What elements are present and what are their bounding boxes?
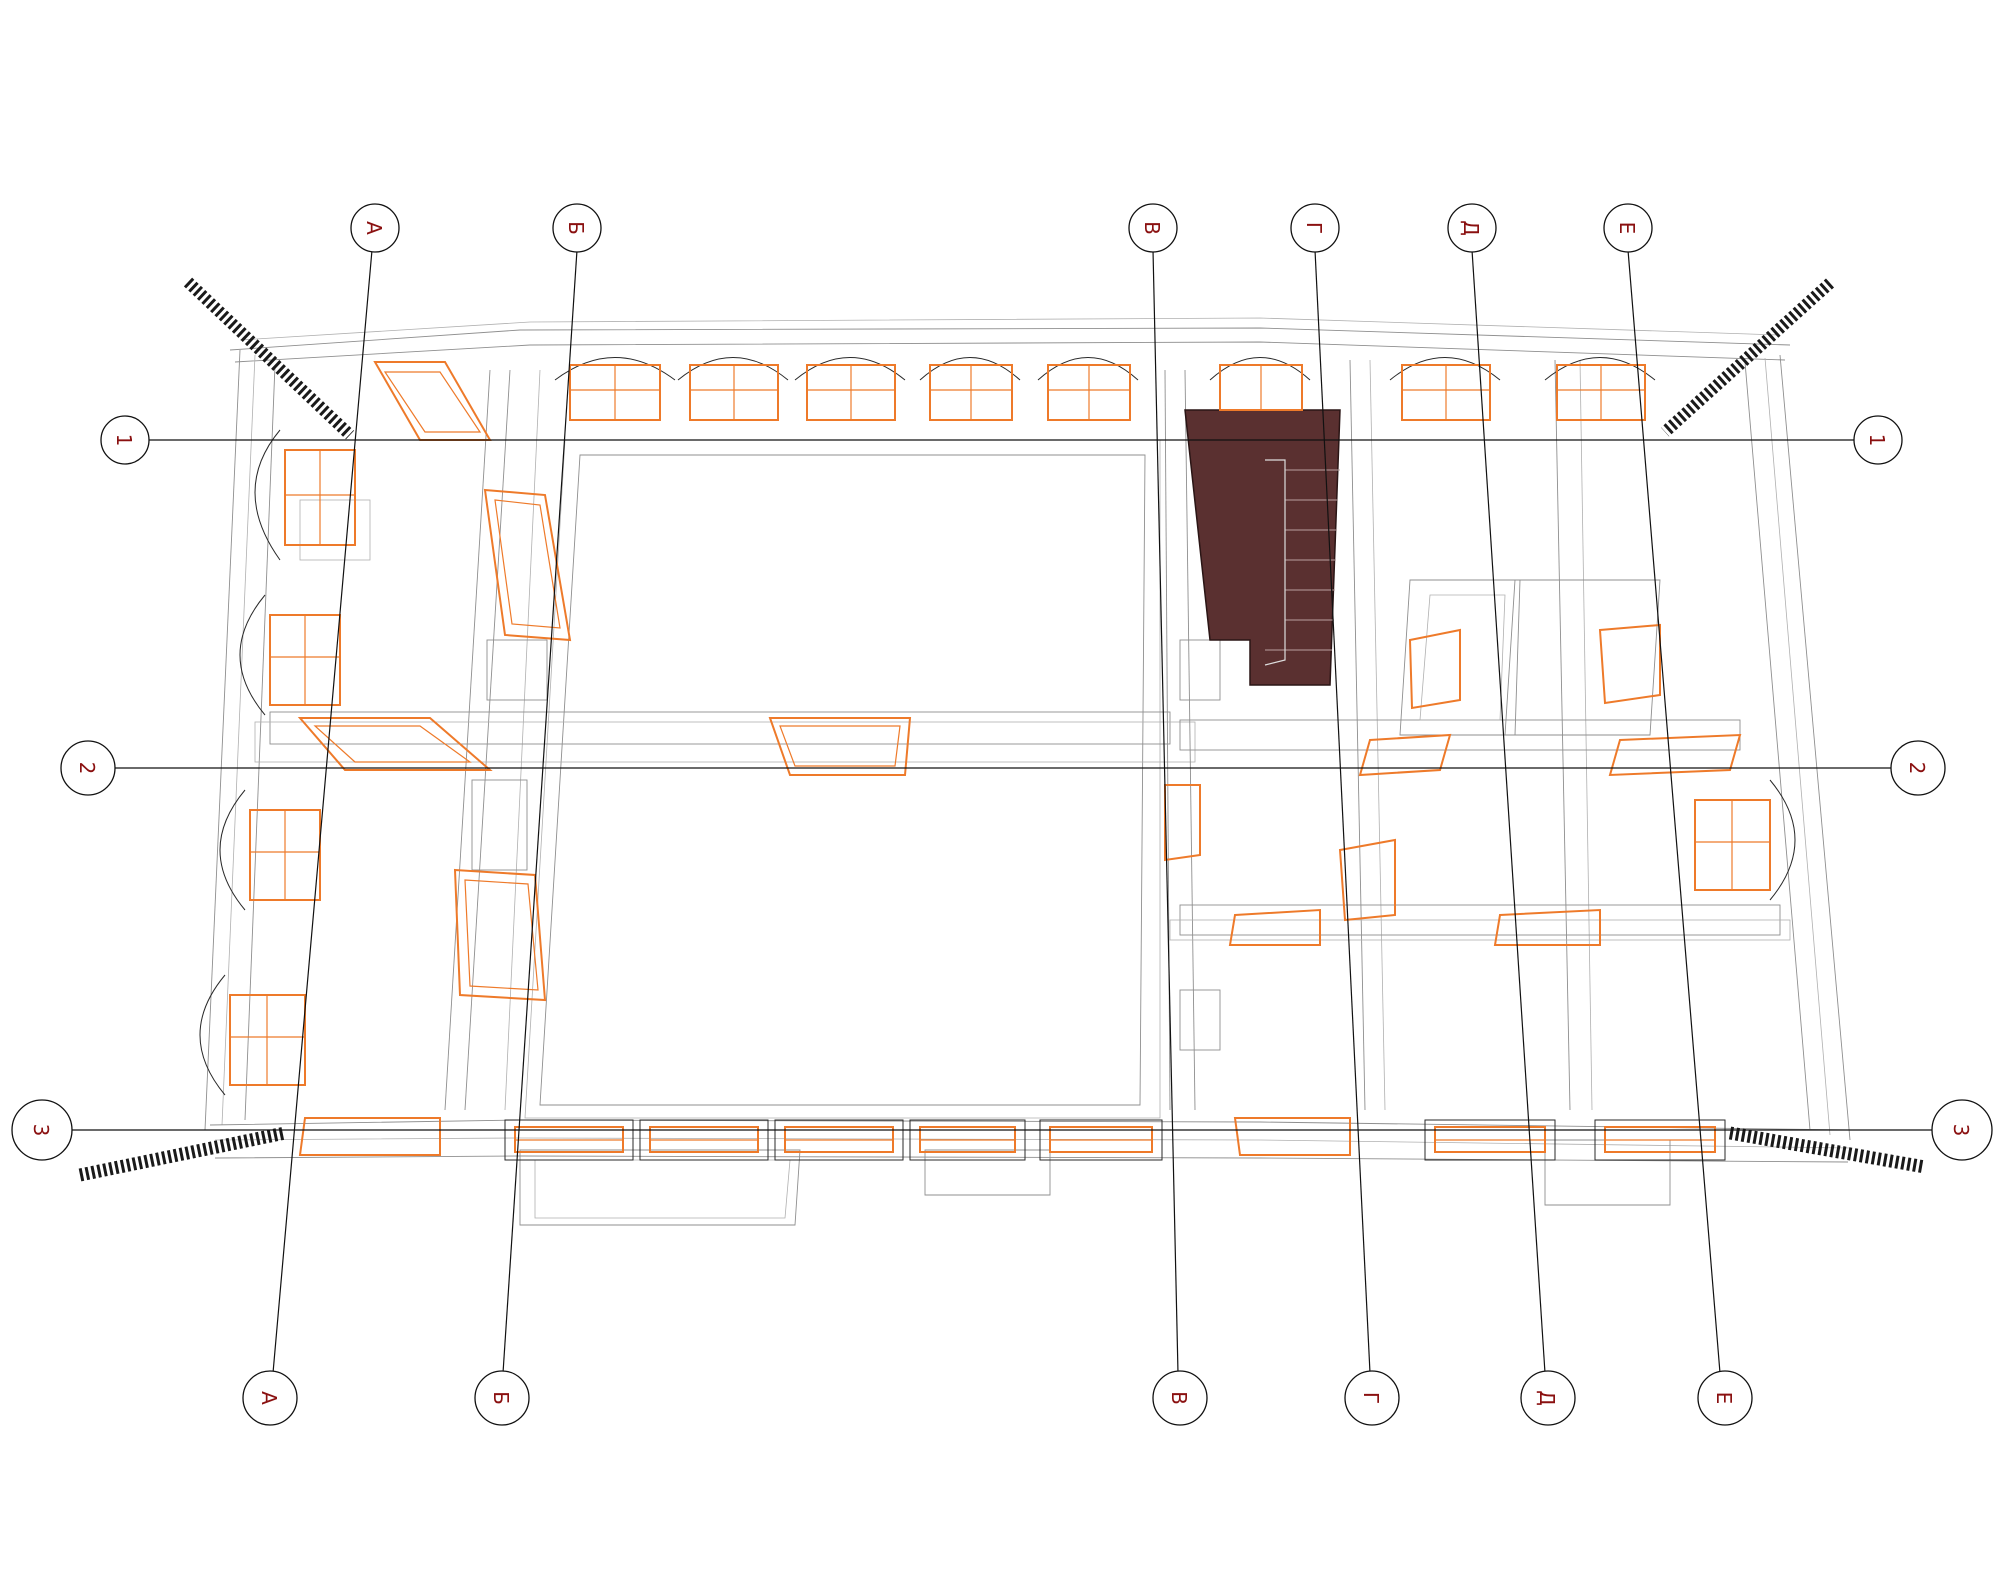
arched-window-icon	[1424, 1119, 1556, 1161]
svg-text:Д: Д	[1459, 220, 1483, 236]
arched-window-icon	[794, 357, 906, 421]
axis-bubble-right-1: 1	[1853, 415, 1903, 465]
axis-bubble-left-3: 3	[11, 1099, 73, 1161]
arched-window-icon	[199, 974, 306, 1096]
axis-bubble-bottom-E: Е	[1697, 1370, 1753, 1426]
svg-text:1: 1	[1865, 434, 1889, 447]
left-windows	[199, 429, 356, 1096]
door-frame-icon	[1228, 908, 1321, 946]
arched-window-icon	[504, 1119, 634, 1161]
bottom-windows	[298, 1117, 1726, 1161]
door-frame-icon	[298, 1117, 1351, 1156]
axis-bubble-bottom-V: В	[1152, 1370, 1208, 1426]
arched-window-icon	[554, 357, 676, 421]
svg-text:Г: Г	[1302, 222, 1326, 234]
arched-window-icon	[219, 789, 321, 911]
arched-window-icon	[909, 1119, 1026, 1161]
axis-bubble-bottom-G: Г	[1344, 1370, 1400, 1426]
door-frame-icon	[1608, 733, 1742, 777]
arched-window-icon	[1694, 779, 1796, 901]
axis-bubble-right-2: 2	[1890, 740, 1946, 796]
arched-window-icon	[1037, 357, 1139, 421]
svg-text:В: В	[1167, 1391, 1191, 1405]
svg-text:Г: Г	[1359, 1392, 1383, 1404]
axis-line-D	[1471, 249, 1546, 1374]
door-frame-icon	[1338, 838, 1396, 922]
interior-doors	[297, 488, 1742, 1002]
axis-line-B	[502, 249, 578, 1374]
axis-bubble-right-3: 3	[1931, 1099, 1993, 1161]
axis-bubbles-top: А Б В Г Д Е	[350, 203, 1653, 253]
door-frame-icon	[373, 361, 492, 441]
svg-text:1: 1	[112, 434, 136, 447]
arched-window-icon	[254, 429, 356, 561]
axis-bubble-top-V: В	[1128, 203, 1178, 253]
svg-text:Б: Б	[564, 221, 588, 235]
arched-window-icon	[1594, 1119, 1726, 1161]
axis-line-E	[1627, 249, 1721, 1374]
arched-window-icon	[239, 594, 341, 716]
svg-text:Е: Е	[1712, 1392, 1736, 1405]
arched-window-icon	[1544, 357, 1656, 421]
svg-text:3: 3	[1949, 1124, 1973, 1137]
arched-window-icon	[639, 1119, 769, 1161]
door-frame-icon	[1164, 784, 1201, 862]
axis-bubble-top-A: А	[350, 203, 400, 253]
axis-bubble-top-E: Е	[1603, 203, 1653, 253]
wall-hatch-icon	[78, 277, 1927, 1182]
door-frame-icon	[768, 717, 912, 776]
axis-line-G	[1314, 249, 1371, 1374]
arched-window-icon	[919, 357, 1021, 421]
svg-text:Е: Е	[1615, 222, 1639, 235]
door-frame-icon	[1598, 623, 1661, 705]
svg-text:2: 2	[1905, 762, 1929, 775]
door-frame-icon	[483, 488, 572, 642]
axis-bubble-top-G: Г	[1290, 203, 1340, 253]
door-frame-icon	[297, 717, 493, 771]
axis-bubble-top-B: Б	[552, 203, 602, 253]
arched-window-icon	[1039, 1119, 1163, 1161]
svg-text:В: В	[1140, 221, 1164, 235]
svg-text:3: 3	[29, 1124, 53, 1137]
door-frame-icon	[1358, 733, 1452, 777]
svg-text:Д: Д	[1535, 1390, 1559, 1406]
svg-text:А: А	[362, 221, 386, 235]
axis-bubble-bottom-B: Б	[474, 1370, 530, 1426]
svg-text:А: А	[257, 1391, 281, 1405]
axis-line-A	[272, 249, 373, 1374]
axis-bubble-left-1: 1	[100, 415, 150, 465]
grid-axis-lines	[72, 249, 1932, 1374]
svg-text:2: 2	[75, 762, 99, 775]
axis-bubbles-right: 1 2 3	[1853, 415, 1993, 1161]
axis-bubble-top-D: Д	[1447, 203, 1497, 253]
building-wireframe	[204, 317, 1851, 1226]
arched-window-icon	[677, 357, 789, 421]
arched-window-icon	[1389, 357, 1501, 421]
right-windows	[1694, 779, 1796, 901]
axis-bubbles-left: 1 2 3	[11, 415, 150, 1161]
arched-window-icon	[774, 1119, 904, 1161]
top-windows	[373, 357, 1656, 441]
axis-bubbles-bottom: А Б В Г Д Е	[242, 1370, 1753, 1426]
staircase-icon	[1184, 409, 1341, 686]
arched-window-icon	[1209, 357, 1311, 411]
axis-line-V	[1152, 249, 1179, 1374]
axis-bubble-bottom-A: А	[242, 1370, 298, 1426]
door-frame-icon	[1493, 908, 1601, 946]
axis-bubble-left-2: 2	[60, 740, 116, 796]
axis-bubble-bottom-D: Д	[1520, 1370, 1576, 1426]
door-frame-icon	[1408, 628, 1461, 710]
door-frame-icon	[453, 868, 547, 1002]
svg-text:Б: Б	[489, 1391, 513, 1405]
